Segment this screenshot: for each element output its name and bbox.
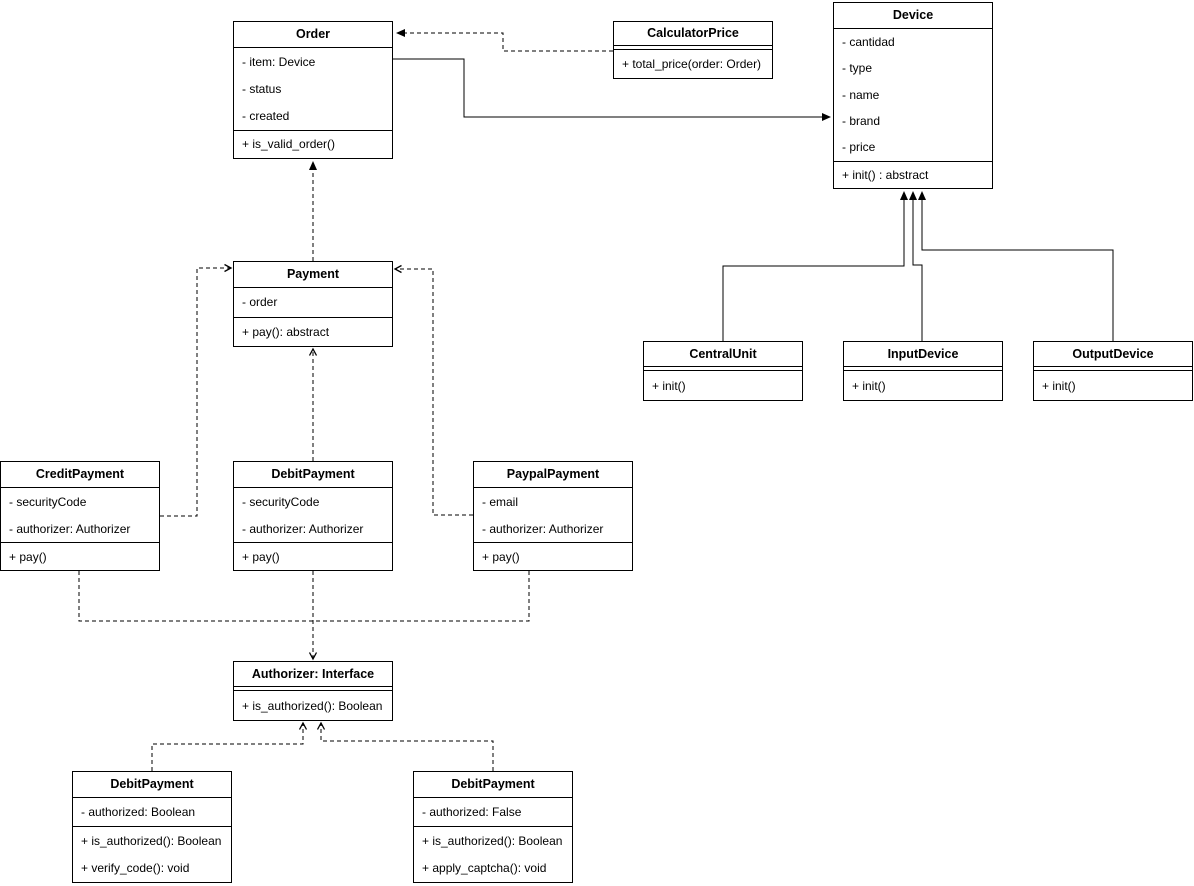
class-authorizer-title: Authorizer: Interface bbox=[234, 662, 392, 687]
attribute: - created bbox=[242, 109, 290, 124]
class-paypalpayment-title: PaypalPayment bbox=[474, 462, 632, 488]
method: + init() bbox=[852, 378, 886, 393]
class-debitpayment-impl-captcha-title: DebitPayment bbox=[414, 772, 572, 798]
attribute: - authorized: Boolean bbox=[81, 804, 196, 819]
class-calculatorprice-title: CalculatorPrice bbox=[614, 22, 772, 46]
empty-attributes-separator bbox=[1034, 367, 1192, 371]
class-debitpayment-impl-captcha-methods: + is_authorized(): Boolean + apply_captc… bbox=[414, 827, 572, 882]
method: + pay() bbox=[9, 549, 47, 564]
class-order[interactable]: Order - item: Device - status - created … bbox=[233, 21, 393, 159]
class-paypalpayment[interactable]: PaypalPayment - email - authorizer: Auth… bbox=[473, 461, 633, 571]
method: + apply_captcha(): void bbox=[422, 861, 547, 876]
class-outputdevice-title: OutputDevice bbox=[1034, 342, 1192, 367]
class-device-title: Device bbox=[834, 3, 992, 29]
class-order-title: Order bbox=[234, 22, 392, 48]
class-outputdevice[interactable]: OutputDevice + init() bbox=[1033, 341, 1193, 401]
class-authorizer-methods: + is_authorized(): Boolean bbox=[234, 691, 392, 720]
edge-creditpayment-payment bbox=[160, 263, 233, 517]
method: + is_authorized(): Boolean bbox=[242, 698, 383, 713]
edge-debitpayment-captcha-authorizer bbox=[316, 721, 494, 771]
edge-centralunit-device bbox=[722, 191, 908, 341]
edge-order-device bbox=[393, 58, 831, 121]
class-debitpayment-impl-verify-attributes: - authorized: Boolean bbox=[73, 798, 231, 827]
edge-paypalpayment-payment bbox=[393, 264, 473, 516]
attribute: - authorizer: Authorizer bbox=[242, 521, 364, 536]
class-debitpayment-impl-captcha-attributes: - authorized: False bbox=[414, 798, 572, 827]
attribute: - authorizer: Authorizer bbox=[482, 521, 604, 536]
edge-creditpayment-authorizer-branch bbox=[78, 571, 313, 622]
attribute: - authorizer: Authorizer bbox=[9, 521, 131, 536]
class-centralunit-title: CentralUnit bbox=[644, 342, 802, 367]
class-paypalpayment-methods: + pay() bbox=[474, 543, 632, 570]
class-payment[interactable]: Payment - order + pay(): abstract bbox=[233, 261, 393, 347]
class-payment-attributes: - order bbox=[234, 288, 392, 318]
attribute: - securityCode bbox=[242, 494, 320, 509]
class-order-attributes: - item: Device - status - created bbox=[234, 48, 392, 131]
class-calculatorprice-methods: + total_price(order: Order) bbox=[614, 50, 772, 78]
class-debitpayment-impl-verify-methods: + is_authorized(): Boolean + verify_code… bbox=[73, 827, 231, 882]
method: + pay() bbox=[482, 549, 520, 564]
class-inputdevice-methods: + init() bbox=[844, 371, 1002, 400]
method: + is_authorized(): Boolean bbox=[422, 833, 563, 848]
attribute: - price bbox=[842, 140, 876, 155]
class-device[interactable]: Device - cantidad - type - name - brand … bbox=[833, 2, 993, 189]
class-calculatorprice[interactable]: CalculatorPrice + total_price(order: Ord… bbox=[613, 21, 773, 79]
attribute: - authorized: False bbox=[422, 804, 522, 819]
method: + init() bbox=[1042, 378, 1076, 393]
attribute: - email bbox=[482, 494, 519, 509]
class-centralunit-methods: + init() bbox=[644, 371, 802, 400]
class-creditpayment-title: CreditPayment bbox=[1, 462, 159, 488]
class-debitpayment-methods: + pay() bbox=[234, 543, 392, 570]
empty-attributes-separator bbox=[844, 367, 1002, 371]
empty-attributes-separator bbox=[614, 46, 772, 50]
class-device-attributes: - cantidad - type - name - brand - price bbox=[834, 29, 992, 162]
edge-inputdevice-device bbox=[909, 191, 923, 341]
empty-attributes-separator bbox=[644, 367, 802, 371]
attribute: - order bbox=[242, 295, 278, 310]
attribute: - status bbox=[242, 81, 282, 96]
method: + pay() bbox=[242, 549, 280, 564]
class-paypalpayment-attributes: - email - authorizer: Authorizer bbox=[474, 488, 632, 543]
attribute: - cantidad bbox=[842, 35, 895, 50]
method: + verify_code(): void bbox=[81, 861, 190, 876]
class-debitpayment-impl-verify[interactable]: DebitPayment - authorized: Boolean + is_… bbox=[72, 771, 232, 883]
class-outputdevice-methods: + init() bbox=[1034, 371, 1192, 400]
attribute: - brand bbox=[842, 114, 881, 129]
class-payment-title: Payment bbox=[234, 262, 392, 288]
attribute: - securityCode bbox=[9, 494, 87, 509]
class-authorizer-interface[interactable]: Authorizer: Interface + is_authorized():… bbox=[233, 661, 393, 721]
class-debitpayment-title: DebitPayment bbox=[234, 462, 392, 488]
class-inputdevice-title: InputDevice bbox=[844, 342, 1002, 367]
empty-attributes-separator bbox=[234, 687, 392, 691]
attribute: - type bbox=[842, 61, 873, 76]
class-debitpayment-impl-verify-title: DebitPayment bbox=[73, 772, 231, 798]
edge-debitpayment-verify-authorizer bbox=[151, 721, 308, 771]
class-inputdevice[interactable]: InputDevice + init() bbox=[843, 341, 1003, 401]
class-payment-methods: + pay(): abstract bbox=[234, 318, 392, 347]
class-debitpayment[interactable]: DebitPayment - securityCode - authorizer… bbox=[233, 461, 393, 571]
class-debitpayment-attributes: - securityCode - authorizer: Authorizer bbox=[234, 488, 392, 543]
method: + total_price(order: Order) bbox=[622, 57, 762, 71]
edge-calculatorprice-order bbox=[396, 29, 613, 52]
method: + init() bbox=[652, 378, 686, 393]
class-device-methods: + init() : abstract bbox=[834, 162, 992, 188]
class-creditpayment-methods: + pay() bbox=[1, 543, 159, 570]
method: + is_valid_order() bbox=[242, 137, 336, 152]
method: + pay(): abstract bbox=[242, 324, 330, 339]
attribute: - item: Device bbox=[242, 54, 316, 69]
edge-paypalpayment-authorizer-branch bbox=[313, 571, 530, 622]
class-order-methods: + is_valid_order() bbox=[234, 131, 392, 158]
class-centralunit[interactable]: CentralUnit + init() bbox=[643, 341, 803, 401]
class-creditpayment-attributes: - securityCode - authorizer: Authorizer bbox=[1, 488, 159, 543]
method: + is_authorized(): Boolean bbox=[81, 833, 222, 848]
method: + init() : abstract bbox=[842, 167, 929, 182]
class-creditpayment[interactable]: CreditPayment - securityCode - authorize… bbox=[0, 461, 160, 571]
class-debitpayment-impl-captcha[interactable]: DebitPayment - authorized: False + is_au… bbox=[413, 771, 573, 883]
attribute: - name bbox=[842, 87, 880, 102]
edge-outputdevice-device bbox=[918, 191, 1114, 341]
